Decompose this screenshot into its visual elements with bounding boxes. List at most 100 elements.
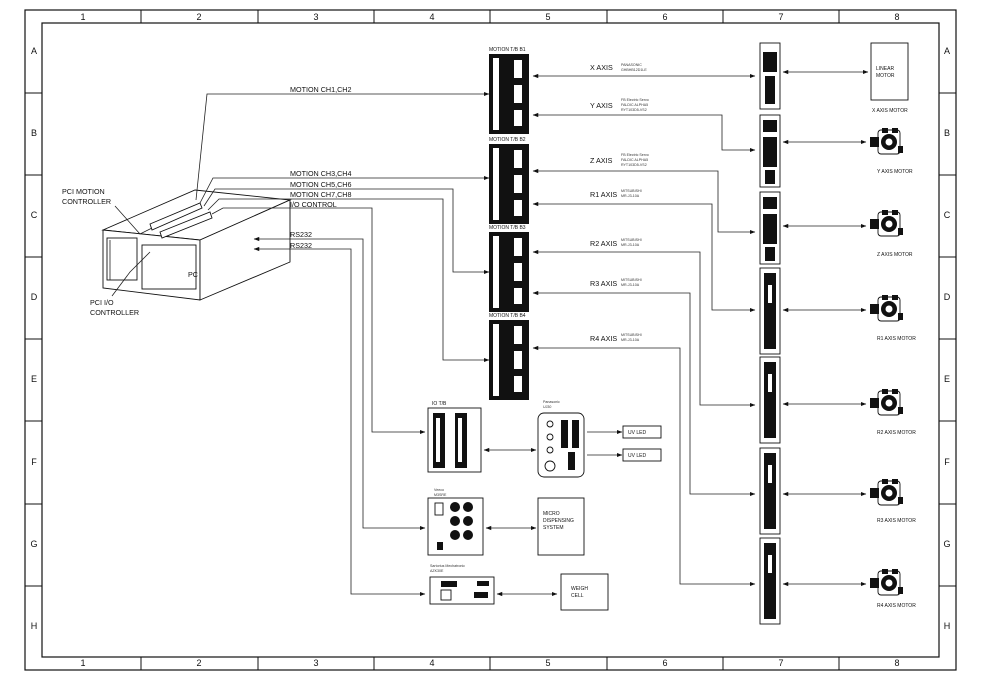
uv-led-2: UV LED xyxy=(622,448,662,462)
axis-r2-name: R2 AXIS xyxy=(590,239,617,248)
servo-driver-r2 xyxy=(759,356,781,444)
axis-r3-driver-2: MR-J3-10A xyxy=(621,283,640,287)
axis-r3-name: R3 AXIS xyxy=(590,279,617,288)
label-motion-ch34: MOTION CH3,CH4 xyxy=(290,169,352,178)
row-label-left-F: F xyxy=(31,457,37,467)
col-label-bottom-6: 6 xyxy=(662,658,667,668)
axis-y-driver-1: FB Electric Servo xyxy=(621,98,649,102)
axis-x: X AXIS PANASONIC GHBHB12D1LE xyxy=(590,63,647,72)
label-rs232-b: RS232 xyxy=(290,241,312,250)
motion-terminal-boards: MOTION T/B B1 MOTION T/B B2 MOTION T/B B… xyxy=(489,47,529,400)
motion-tb-3-label: MOTION T/B B3 xyxy=(489,225,526,231)
row-label-right-A: A xyxy=(944,46,950,56)
row-label-right-D: D xyxy=(944,292,951,302)
col-label-bottom-8: 8 xyxy=(894,658,899,668)
axis-r1: R1 AXIS MITSUBISHI MR-J3-10A xyxy=(590,189,642,199)
motor-lines xyxy=(782,69,869,587)
micro-dispensing-line-2: DISPENSING xyxy=(543,518,574,524)
col-label-bottom-1: 1 xyxy=(80,658,85,668)
motion-tb-1-label: MOTION T/B B1 xyxy=(489,47,526,53)
axis-labels: X AXIS PANASONIC GHBHB12D1LE Y AXIS FB E… xyxy=(590,63,649,343)
axis-r3: R3 AXIS MITSUBISHI MR-J3-10A xyxy=(590,278,642,288)
servo-driver-r3 xyxy=(759,447,781,535)
col-label-bottom-7: 7 xyxy=(778,658,783,668)
servo-motor-icon xyxy=(870,569,903,596)
r3-axis-motor-label: R3 AXIS MOTOR xyxy=(877,518,916,524)
col-label-top-4: 4 xyxy=(429,12,434,22)
row-label-left-C: C xyxy=(31,210,38,220)
pci-motion-controller-line-1: PCI MOTION xyxy=(62,187,105,196)
axis-r2-driver-1: MITSUBISHI xyxy=(621,238,642,242)
dispenser-controller: Veeco M3SRE xyxy=(427,488,484,556)
servo-driver-r4 xyxy=(759,537,781,625)
row-label-right-F: F xyxy=(944,457,950,467)
y-axis-motor-label: Y AXIS MOTOR xyxy=(877,169,913,175)
axis-r1-name: R1 AXIS xyxy=(590,190,617,199)
col-label-top-5: 5 xyxy=(545,12,550,22)
axis-r2: R2 AXIS MITSUBISHI MR-J3-10A xyxy=(590,238,642,248)
col-label-top-1: 1 xyxy=(80,12,85,22)
axis-r4-driver-2: MR-J3-10A xyxy=(621,338,640,342)
axis-y-driver-3: RYT103D5-VS2 xyxy=(621,108,647,112)
label-motion-ch78: MOTION CH7,CH8 xyxy=(290,190,352,199)
col-label-bottom-4: 4 xyxy=(429,658,434,668)
pci-motion-controller-line-2: CONTROLLER xyxy=(62,197,111,206)
r3-axis-motor: R3 AXIS MOTOR xyxy=(870,479,916,524)
axis-y-driver-2: FALDIC ALPHA5 xyxy=(621,103,648,107)
column-labels: 1 2 3 4 5 6 7 8 1 2 3 4 5 6 7 8 xyxy=(80,12,899,668)
motion-tb-4: MOTION T/B B4 xyxy=(489,313,529,400)
r1-axis-motor: R1 AXIS MOTOR xyxy=(870,295,916,342)
label-rs232-a: RS232 xyxy=(290,230,312,239)
row-label-right-C: C xyxy=(944,210,951,220)
weigh-cell: WEIGH CELL xyxy=(560,573,609,611)
r1-axis-motor-label: R1 AXIS MOTOR xyxy=(877,336,916,342)
axis-r4-driver-1: MITSUBISHI xyxy=(621,333,642,337)
servo-motor-icon xyxy=(870,210,903,237)
motors: LINEAR MOTOR X AXIS MOTOR Y AXIS MOTOR Z… xyxy=(870,42,916,609)
row-label-right-B: B xyxy=(944,128,950,138)
axis-r4: R4 AXIS MITSUBISHI MR-J3-10A xyxy=(590,333,642,343)
row-label-right-G: G xyxy=(943,539,950,549)
col-label-top-7: 7 xyxy=(778,12,783,22)
dispenser-controller-line-2: M3SRE xyxy=(434,493,447,497)
servo-motor-icon xyxy=(870,479,903,506)
axis-x-driver-2: GHBHB12D1LE xyxy=(621,68,647,72)
panasonic-line-2: UJ30 xyxy=(543,405,551,409)
servo-driver-r1 xyxy=(759,267,781,355)
row-label-left-D: D xyxy=(31,292,38,302)
col-label-bottom-5: 5 xyxy=(545,658,550,668)
y-axis-motor: Y AXIS MOTOR xyxy=(870,128,913,175)
row-labels: A B C D E F G H A B C D E F G H xyxy=(30,46,950,631)
col-label-top-8: 8 xyxy=(894,12,899,22)
micro-dispensing-line-1: MICRO xyxy=(543,511,560,517)
motion-tb-2-label: MOTION T/B B2 xyxy=(489,137,526,143)
r4-axis-motor-label: R4 AXIS MOTOR xyxy=(877,603,916,609)
motion-tb-3: MOTION T/B B3 xyxy=(489,225,529,312)
weigh-cell-line-2: CELL xyxy=(571,593,584,599)
r4-axis-motor: R4 AXIS MOTOR xyxy=(870,569,916,609)
row-label-left-H: H xyxy=(31,621,38,631)
row-label-right-E: E xyxy=(944,374,950,384)
servo-drivers xyxy=(759,42,781,625)
servo-motor-icon xyxy=(870,295,903,322)
row-label-left-B: B xyxy=(31,128,37,138)
servo-driver-y xyxy=(759,114,781,188)
panasonic-unit: Panasonic UJ30 xyxy=(537,400,585,478)
motion-connection-lines: MOTION CH1,CH2 MOTION CH3,CH4 MOTION CH5… xyxy=(195,85,490,597)
dispenser-controller-line-1: Veeco xyxy=(434,488,444,492)
axis-x-driver-1: PANASONIC xyxy=(621,63,642,67)
uv-led-1: UV LED xyxy=(622,425,662,439)
axis-z-driver-2: FALDIC ALPHA5 xyxy=(621,158,648,162)
servo-driver-z xyxy=(759,191,781,265)
uv-led-1-label: UV LED xyxy=(628,430,646,436)
axis-r1-driver-1: MITSUBISHI xyxy=(621,189,642,193)
servo-motor-icon xyxy=(870,128,903,155)
col-label-top-2: 2 xyxy=(196,12,201,22)
motion-tb-2: MOTION T/B B2 xyxy=(489,137,529,224)
row-label-left-E: E xyxy=(31,374,37,384)
micro-dispensing-line-3: SYSTEM xyxy=(543,525,564,531)
col-label-bottom-2: 2 xyxy=(196,658,201,668)
motion-tb-4-label: MOTION T/B B4 xyxy=(489,313,526,319)
